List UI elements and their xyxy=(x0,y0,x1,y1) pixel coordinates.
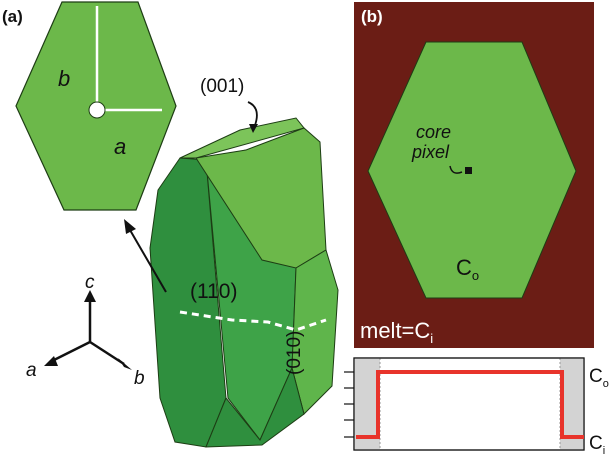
face-001-label: (001) xyxy=(200,76,244,97)
composition-profile: Co Ci xyxy=(344,357,609,457)
crystal-face-001 xyxy=(179,117,305,159)
section-arrow-head xyxy=(124,219,136,234)
a-axis-triad-line xyxy=(49,340,91,364)
center-composition: Co xyxy=(456,255,479,283)
section-arrow-line xyxy=(129,229,167,293)
face-110-label: (110) xyxy=(190,280,237,303)
crystal-face-upper xyxy=(195,127,327,269)
core-label-line1: core xyxy=(416,122,451,142)
a-axis-head xyxy=(44,356,58,366)
melt-label: melt=Ci xyxy=(360,318,433,346)
b-axis-head xyxy=(118,358,132,370)
b-axis-triad-line xyxy=(89,340,125,366)
core-circle xyxy=(88,101,106,119)
core-label-line2: pixel xyxy=(411,142,450,162)
face-010-label: (010) xyxy=(284,331,305,375)
profile-line xyxy=(356,370,584,439)
crystal-3d: (001) (110) (010) xyxy=(124,76,339,448)
profile-top-label: Co xyxy=(589,366,609,390)
axis-a-label: a xyxy=(26,360,37,381)
axes-triad: c a b xyxy=(26,272,145,389)
panel-a-tag: (a) xyxy=(2,7,23,26)
axis-b-label: b xyxy=(134,368,145,389)
panel-b-tag: (b) xyxy=(361,7,383,26)
face-001-arrow-head xyxy=(249,124,258,133)
crystal-face-lower xyxy=(205,366,305,448)
section-dashed-line xyxy=(179,310,327,332)
crystal-face-dark xyxy=(149,157,227,448)
profile-shade-left xyxy=(354,358,380,450)
core-pointer-arrow xyxy=(449,165,463,174)
hex-label-b: b xyxy=(58,66,70,91)
core-pixel-marker xyxy=(465,167,472,174)
hexagon-cross-section: b a xyxy=(15,1,177,211)
hex-label-a: a xyxy=(114,134,126,159)
profile-bottom-label: Ci xyxy=(589,433,605,457)
axis-c-label: c xyxy=(85,272,95,293)
c-axis-head xyxy=(84,290,96,302)
